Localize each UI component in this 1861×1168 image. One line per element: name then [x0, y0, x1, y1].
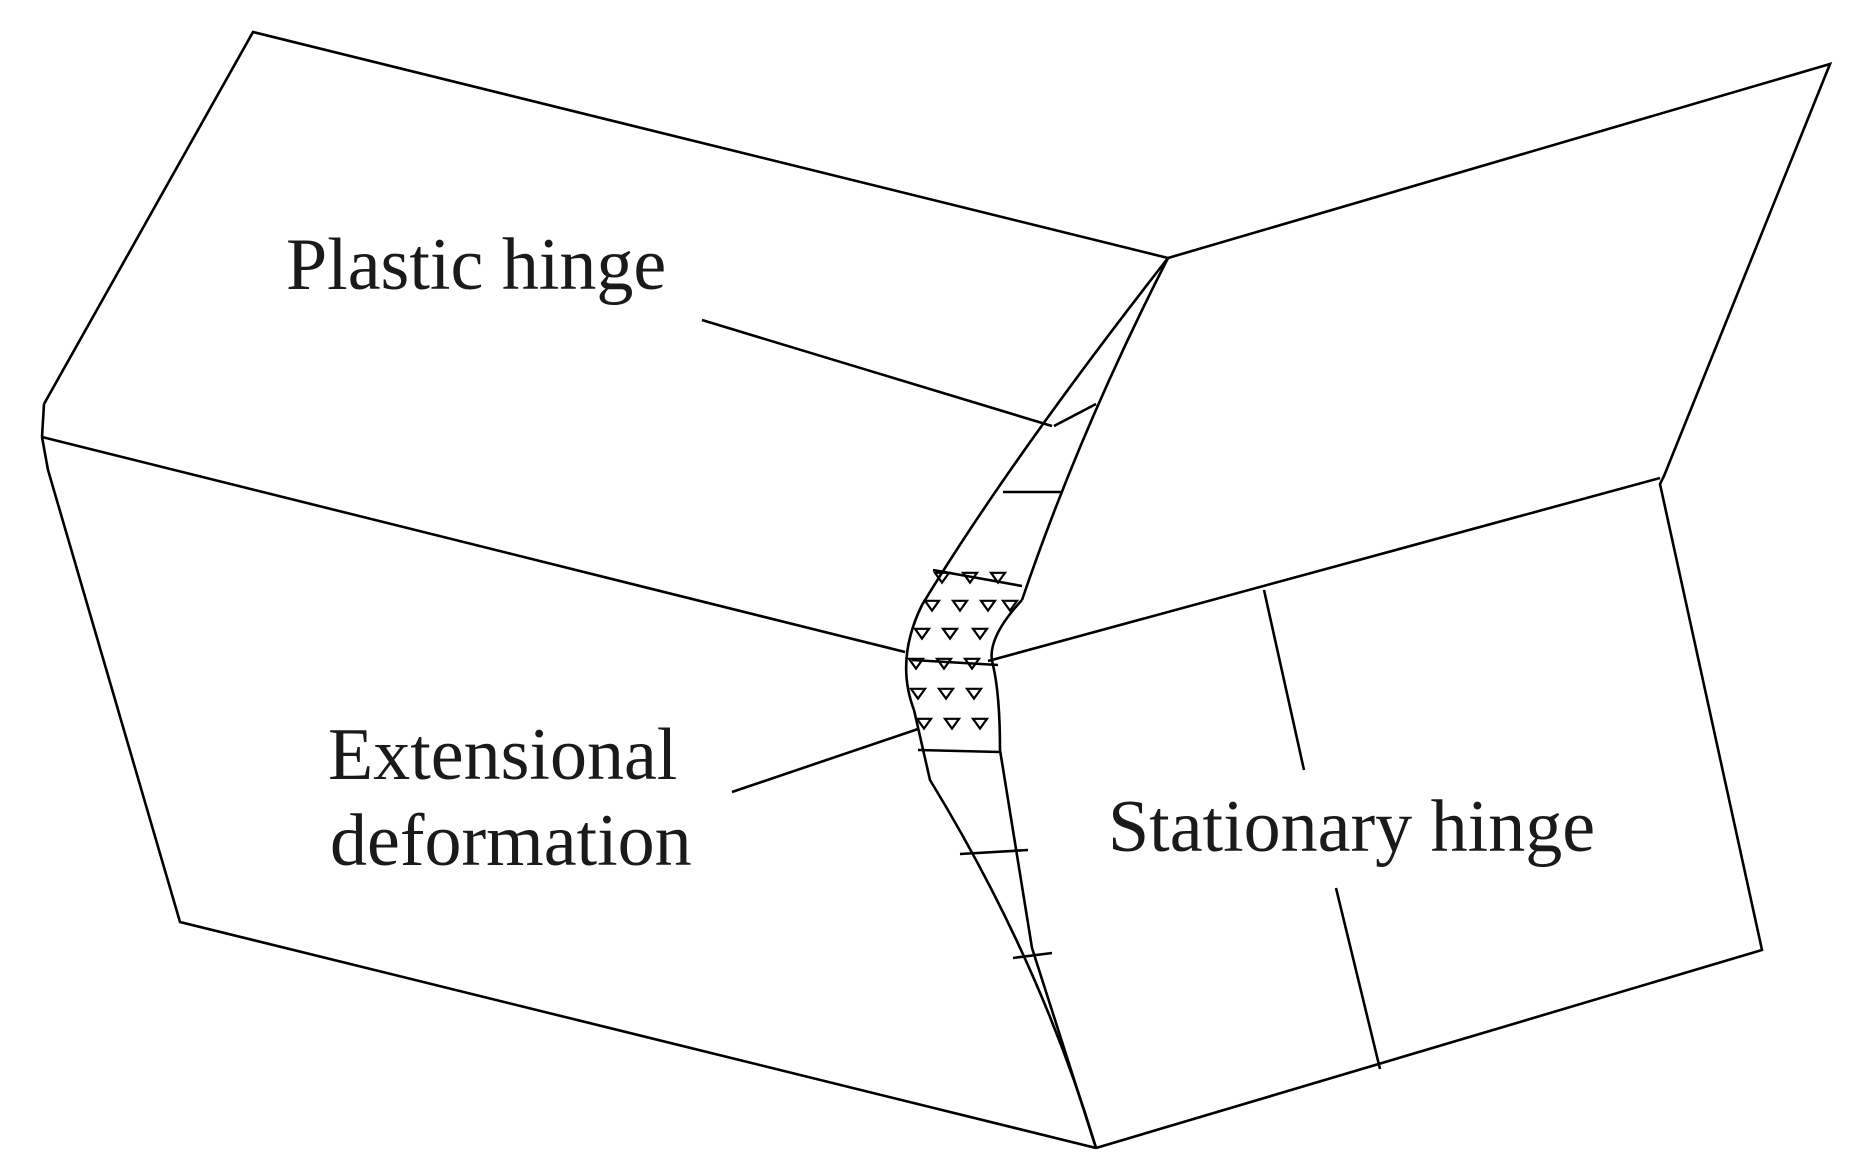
stipple-mark-17 — [914, 717, 934, 731]
stipple-mark-9 — [940, 627, 960, 641]
stipple-mark-18 — [942, 717, 962, 731]
plastic-hinge-band-upper-left — [920, 257, 1170, 606]
plastic-hinge-band-upper-right — [1020, 257, 1170, 601]
stipple-mark-2 — [960, 571, 980, 585]
stipple-mark-11 — [906, 657, 926, 671]
stipple-mark-14 — [908, 687, 928, 701]
plastic-hinge-label: Plastic hinge — [286, 224, 667, 306]
left-panel-bottom-outline — [40, 436, 1097, 1150]
hinge-tick-1 — [1053, 402, 1097, 428]
stipple-mark-3 — [988, 571, 1008, 585]
right-panel-middle-crease — [987, 476, 1661, 663]
stipple-mark-1 — [932, 571, 952, 585]
stationary-hinge-line-lower — [1334, 887, 1382, 1070]
stipple-mark-16 — [964, 687, 984, 701]
stipple-mark-10 — [970, 627, 990, 641]
hinge-tick-6 — [959, 848, 1029, 856]
hinge-tick-4 — [911, 658, 999, 667]
extensional-deformation-label-line1: Extensional — [328, 714, 678, 796]
plastic-hinge-bulge-right — [990, 599, 1023, 751]
left-panel-top-outline — [42, 30, 1169, 405]
stationary-hinge-line-upper — [1262, 589, 1306, 771]
stipple-mark-12 — [934, 657, 954, 671]
left-panel-top-left-side — [40, 403, 46, 438]
extensional-deformation-label-line2: deformation — [330, 800, 692, 882]
stipple-mark-19 — [970, 717, 990, 731]
left-panel-middle-crease — [41, 435, 906, 654]
plastic-hinge-leader — [701, 318, 1053, 428]
stipple-mark-15 — [936, 687, 956, 701]
stipple-mark-7 — [1000, 599, 1020, 613]
stationary-hinge-label: Stationary hinge — [1108, 786, 1596, 868]
hinge-tick-5 — [917, 748, 1001, 754]
stipple-mark-5 — [950, 599, 970, 613]
plastic-hinge-bulge-left — [904, 604, 924, 711]
hinge-tick-7 — [1012, 951, 1053, 960]
right-panel-outline — [1095, 61, 1833, 1150]
plastic-hinge-band-lower-right — [998, 749, 1098, 1149]
extensional-deformation-hatching — [906, 571, 1020, 731]
stipple-mark-13 — [962, 657, 982, 671]
extensional-deformation-leader — [731, 727, 919, 794]
stipple-mark-4 — [922, 599, 942, 613]
stipple-mark-8 — [912, 627, 932, 641]
stipple-mark-6 — [978, 599, 998, 613]
